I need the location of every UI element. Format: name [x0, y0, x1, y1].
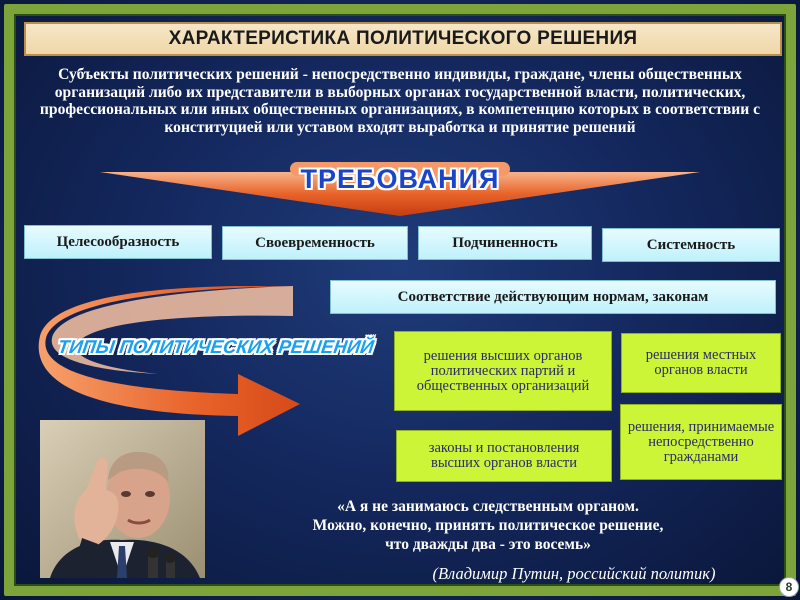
- quote-author: (Владимир Путин, российский политик): [432, 564, 716, 583]
- quote-line: «А я не занимаюсь следственным органом.: [337, 498, 639, 515]
- requirement-label: Целесообразность: [56, 233, 180, 250]
- curved-arrow-shape: [38, 286, 300, 436]
- quote-block: «А я не занимаюсь следственным органом. …: [238, 497, 738, 554]
- down-arrow-shape: [100, 162, 700, 216]
- intro-text: - непосредственно индивиды, граждане, чл…: [39, 66, 761, 136]
- slide-title-text: ХАРАКТЕРИСТИКА ПОЛИТИЧЕСКОГО РЕШЕНИЯ: [168, 28, 638, 49]
- requirement-expediency: Целесообразность: [24, 225, 212, 259]
- type-party-decisions: решения высших органов политических парт…: [394, 331, 612, 411]
- quote-line: Можно, конечно, принять политическое реш…: [312, 517, 664, 534]
- quote-line: что дважды два - это восемь»: [385, 536, 591, 553]
- requirement-subordination: Подчиненность: [418, 226, 592, 260]
- requirement-label: Системность: [646, 236, 736, 253]
- requirement-systematicity: Системность: [602, 228, 780, 262]
- type-citizens-decisions: решения, принимаемые непосредственно гра…: [620, 404, 782, 480]
- types-label: ТИПЫ ПОЛИТИЧЕСКИХ РЕШЕНИЙ: [56, 336, 376, 357]
- type-label: решения, принимаемые непосредственно гра…: [627, 418, 775, 465]
- type-label: решения местных органов власти: [645, 347, 757, 378]
- requirement-timeliness: Своевременность: [222, 226, 408, 260]
- requirement-label: Своевременность: [255, 234, 375, 251]
- intro-term: Субъекты политических решений: [58, 66, 299, 83]
- requirement-label: Соответствие действующим нормам, законам: [397, 288, 709, 305]
- type-label: решения высших органов политических парт…: [416, 347, 590, 394]
- slide-title: ХАРАКТЕРИСТИКА ПОЛИТИЧЕСКОГО РЕШЕНИЯ: [24, 22, 782, 56]
- page-number: 8: [779, 577, 799, 597]
- type-label: законы и постановления высших органов вл…: [428, 440, 580, 471]
- requirements-label: ТРЕБОВАНИЯ: [300, 164, 500, 194]
- type-local-authorities: решения местных органов власти: [621, 333, 781, 393]
- requirement-label: Подчиненность: [452, 234, 558, 251]
- requirement-norms: Соответствие действующим нормам, законам: [330, 280, 776, 314]
- type-laws: законы и постановления высших органов вл…: [396, 430, 612, 482]
- speaker-photo: [40, 420, 205, 578]
- intro-paragraph: Субъекты политических решений - непосред…: [26, 66, 774, 136]
